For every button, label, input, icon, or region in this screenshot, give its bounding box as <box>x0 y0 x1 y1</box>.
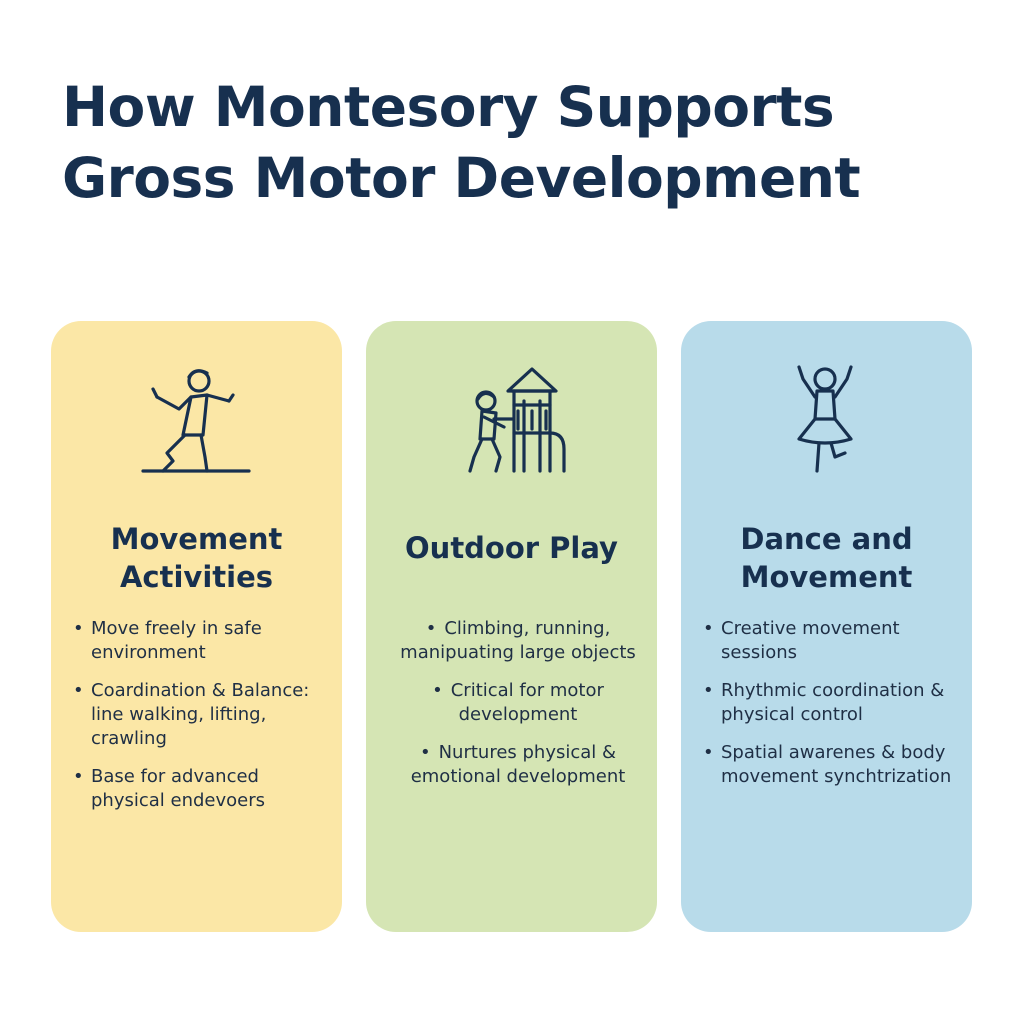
list-item: Move freely in safe environment <box>71 617 333 665</box>
list-item: Creative movement sessions <box>701 617 963 665</box>
dancing-girl-icon <box>761 361 891 476</box>
list-item: Base for advanced physical endevoers <box>71 765 333 813</box>
page-title-line-2: Gross Motor Development <box>62 146 861 210</box>
page-title-line-1: How Montesory Supports <box>62 75 835 139</box>
list-item: Spatial awarenes & body movement synchtr… <box>701 741 963 789</box>
list-item: Rhythmic coordination & physical control <box>701 679 963 727</box>
card-dance-and-movement: Dance and Movement Creative movement ses… <box>681 321 972 932</box>
bullet-list: Move freely in safe environment Coardina… <box>71 617 333 827</box>
card-title: Outdoor Play <box>405 531 618 565</box>
card-movement-activities: Movement Activities Move freely in safe … <box>51 321 342 932</box>
list-item: Critical for motor development <box>378 679 658 727</box>
bullet-list: Climbing, running, manipuating large obj… <box>378 617 658 803</box>
list-item: Coardination & Balance: line walking, li… <box>71 679 333 751</box>
dancing-child-icon <box>131 361 261 476</box>
card-title: Movement Activities <box>110 522 283 594</box>
bullet-list: Creative movement sessions Rhythmic coor… <box>701 617 963 803</box>
child-playground-icon <box>446 361 576 476</box>
card-title: Dance and Movement <box>740 522 913 594</box>
list-item: Climbing, running, manipuating large obj… <box>378 617 658 665</box>
list-item: Nurtures physical & emotional developmen… <box>378 741 658 789</box>
card-outdoor-play: Outdoor Play Climbing, running, manipuat… <box>366 321 657 932</box>
page-title: How Montesory Supports Gross Motor Devel… <box>62 72 982 214</box>
